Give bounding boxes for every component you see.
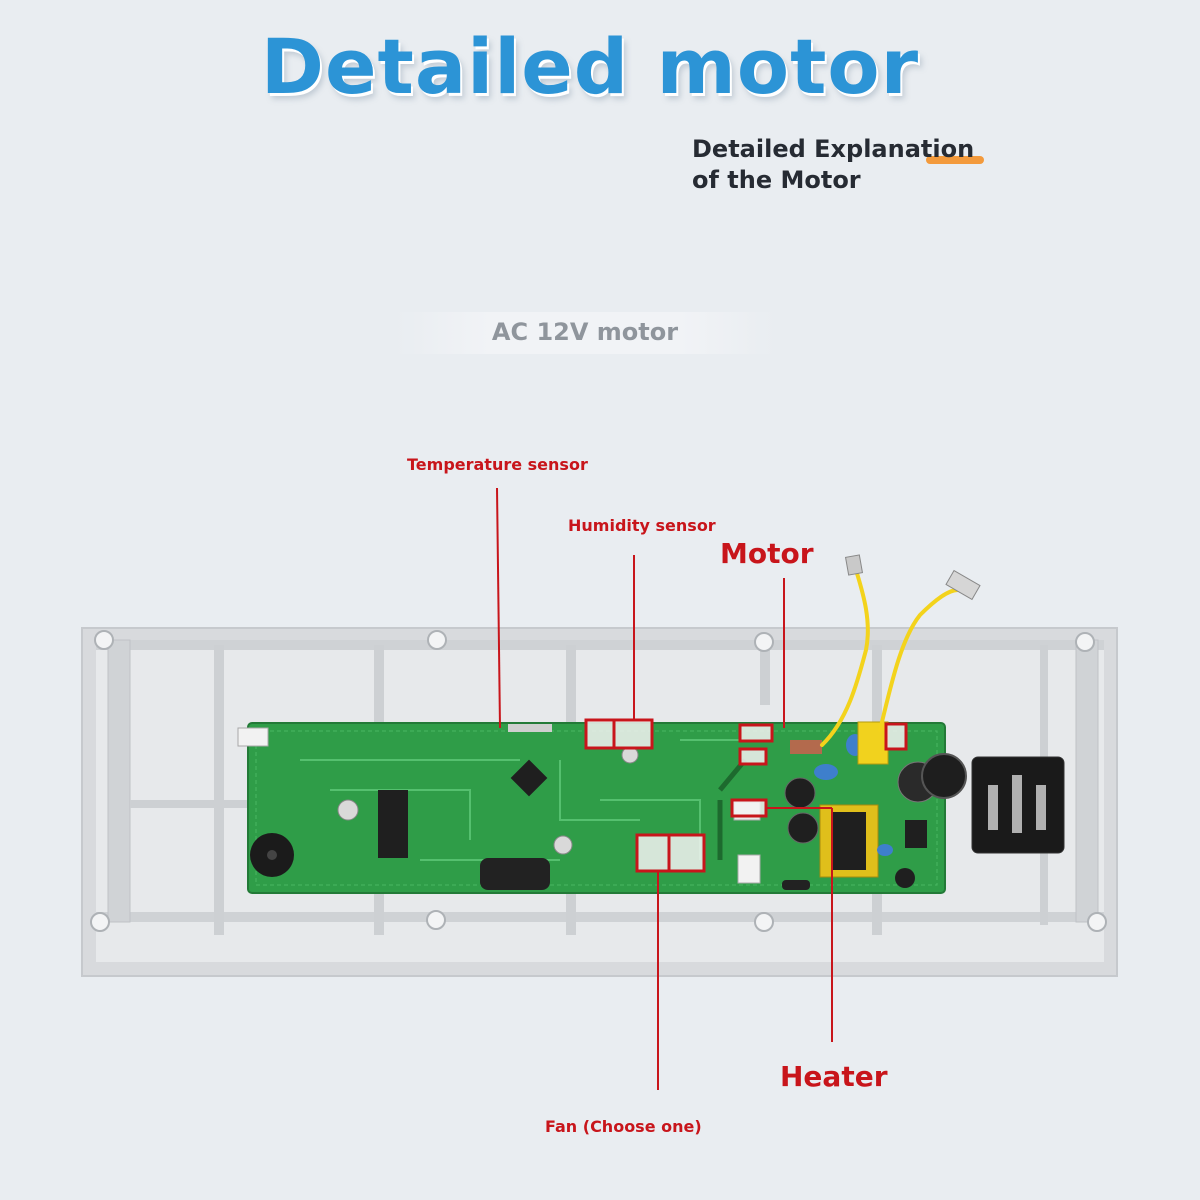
- leader-lines: [496, 487, 833, 1090]
- yellow-wires: [820, 568, 960, 747]
- highlight-boxes: [584, 718, 908, 873]
- tag-band: [395, 312, 775, 354]
- callout-motor: Motor: [720, 537, 814, 570]
- callout-fan: Fan (Choose one): [545, 1117, 702, 1136]
- power-components: [782, 753, 1065, 890]
- page-title: Detailed motor: [260, 22, 920, 111]
- wire-terminals: [844, 554, 981, 601]
- subtitle-line-1: Detailed Explanation: [692, 135, 975, 163]
- callout-humidity-sensor: Humidity sensor: [568, 516, 716, 535]
- callout-temperature-sensor: Temperature sensor: [407, 455, 588, 474]
- accent-underline: [926, 156, 984, 164]
- motor-tag: AC 12V motor: [491, 318, 679, 346]
- callout-heater: Heater: [780, 1060, 888, 1093]
- subtitle-line-2: of the Motor: [692, 166, 861, 194]
- subtitle: Detailed Explanation of the Motor: [692, 134, 974, 196]
